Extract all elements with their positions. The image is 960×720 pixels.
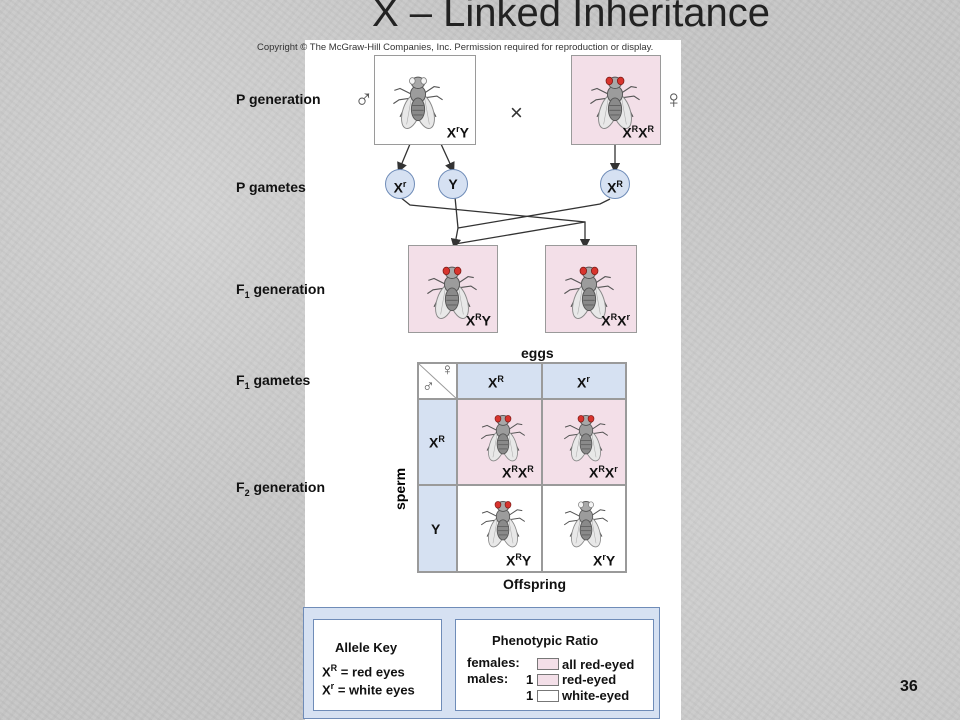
offspring-cell-xRxR: XRXR: [457, 399, 542, 485]
gamete-xr: Xr: [385, 169, 415, 199]
fly-white-eyed-icon: [563, 500, 609, 550]
red-eyed-swatch: [537, 658, 559, 670]
gamete-xR: XR: [600, 169, 630, 199]
fly-red-eyed-icon: [426, 266, 478, 322]
punnett-square: ♀ ♂ XR Xr XR Y XRXR XRXr: [417, 360, 627, 573]
cross-icon: ×: [510, 100, 523, 125]
label-p-gametes: P gametes: [236, 179, 306, 195]
allele-key-red: XR = red eyes: [322, 663, 405, 680]
page-number: 36: [900, 678, 918, 695]
white-eyed-swatch: [537, 690, 559, 702]
fly-red-eyed-icon: [589, 76, 641, 132]
genotype-label: XRXr: [601, 312, 630, 329]
p-male-fly-box: XrY: [374, 55, 476, 145]
gamete-y: Y: [438, 169, 468, 199]
corner-divider: [419, 364, 458, 400]
p-female-fly-box: XRXR: [571, 55, 661, 145]
offspring-label: Offspring: [503, 576, 566, 592]
offspring-cell-xRY: XRY: [457, 485, 542, 572]
offspring-cell-xrY: XrY: [542, 485, 626, 572]
phenotypic-ratio-title: Phenotypic Ratio: [492, 633, 599, 648]
ratio-males-n2: 1: [526, 688, 534, 703]
red-eyed-swatch: [537, 674, 559, 686]
ratio-males-n1: 1: [526, 672, 534, 687]
egg-header-xR: XR: [457, 363, 542, 399]
female-symbol-icon: ♀: [664, 84, 684, 114]
label-f1-generation: F1 generation: [236, 281, 326, 300]
fly-red-eyed-icon: [480, 500, 526, 550]
fly-red-eyed-icon: [480, 414, 526, 464]
sperm-header-y: Y: [418, 485, 457, 572]
ratio-males-text1: red-eyed: [562, 672, 617, 687]
punnett-corner: ♀ ♂: [418, 360, 458, 400]
genotype-label: XRXR: [622, 124, 654, 141]
ratio-females-label: females:: [467, 655, 520, 670]
allele-key-box: Allele Key XR = red eyes Xr = white eyes: [313, 619, 442, 711]
label-p-generation: P generation: [236, 91, 321, 107]
ratio-females-text: all red-eyed: [562, 657, 635, 672]
egg-header-xr: Xr: [542, 363, 626, 399]
male-symbol-icon: ♂: [354, 84, 374, 114]
allele-key-title: Allele Key: [335, 640, 398, 655]
sperm-header-xR: XR: [418, 399, 457, 485]
fly-red-eyed-icon: [563, 414, 609, 464]
copyright-notice: Copyright © The McGraw-Hill Companies, I…: [257, 42, 654, 53]
fly-red-eyed-icon: [563, 266, 615, 322]
offspring-cell-xRxr: XRXr: [542, 399, 626, 485]
genotype-label: XrY: [446, 124, 469, 141]
male-symbol-icon: ♂: [422, 377, 435, 396]
label-f1-gametes: F1 gametes: [236, 372, 311, 391]
f1-male-fly-box: XRY: [408, 245, 498, 333]
f1-female-fly-box: XRXr: [545, 245, 637, 333]
ratio-males-label: males:: [467, 671, 509, 686]
eggs-label: eggs: [521, 345, 554, 361]
slide-title: X – Linked Inheritance: [372, 0, 771, 35]
fly-white-eyed-icon: [392, 76, 444, 132]
ratio-males-text2: white-eyed: [562, 688, 630, 703]
genotype-label: XRY: [465, 312, 491, 329]
allele-key-white: Xr = white eyes: [322, 681, 415, 698]
female-symbol-icon: ♀: [441, 360, 454, 379]
label-f2-generation: F2 generation: [236, 479, 326, 498]
key-panel: Allele Key XR = red eyes Xr = white eyes…: [303, 607, 660, 719]
phenotypic-ratio-box: Phenotypic Ratio females: all red-eyed m…: [455, 619, 654, 711]
sperm-label: sperm: [392, 467, 408, 510]
